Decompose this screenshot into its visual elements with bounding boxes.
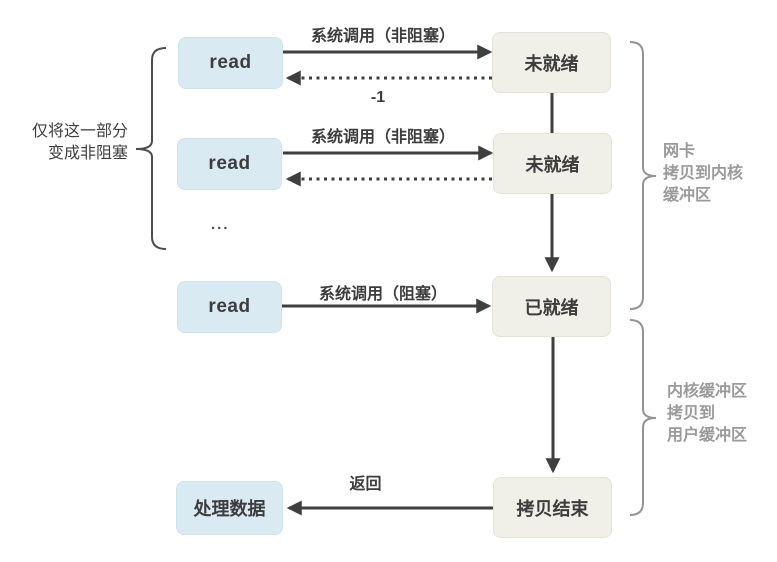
brace-label-nic-line2: 拷贝到内核	[663, 165, 744, 182]
node-process-data-label: 处理数据	[193, 499, 266, 519]
node-read-3: read	[177, 281, 282, 333]
left-annotation-line2: 变成非阻塞	[47, 145, 128, 162]
brace-label-nic: 网卡 拷贝到内核 缓冲区	[663, 141, 743, 207]
node-read-1: read	[178, 37, 283, 89]
node-not-ready-2: 未就绪	[493, 133, 612, 194]
brace-label-kernel: 内核缓冲区 拷贝到 用户缓冲区	[667, 381, 747, 447]
brace-label-kernel-line3: 用户缓冲区	[667, 427, 748, 444]
right-brace-nic	[629, 41, 657, 310]
node-copy-done-label: 拷贝结束	[516, 498, 589, 519]
brace-label-nic-line1: 网卡	[663, 143, 696, 160]
edge-label-return: 返回	[349, 476, 382, 493]
edge-label-syscall-blocking: 系统调用（阻塞）	[318, 286, 447, 303]
node-read-2: read	[177, 138, 282, 190]
edge-label-syscall-nonblocking-2: 系统调用（非阻塞）	[310, 129, 455, 146]
right-brace-kernel	[629, 319, 657, 516]
brace-label-kernel-line2: 拷贝到	[667, 405, 716, 422]
node-not-ready-1-label: 未就绪	[524, 53, 579, 74]
brace-label-kernel-line1: 内核缓冲区	[667, 383, 748, 400]
node-ready-label: 已就绪	[524, 297, 579, 318]
node-read-3-label: read	[208, 296, 251, 317]
node-read-2-label: read	[208, 153, 251, 174]
left-annotation: 仅将这一部分 变成非阻塞	[6, 121, 128, 165]
edge-label-syscall-nonblocking-1: 系统调用（非阻塞）	[310, 28, 455, 45]
repeat-ellipsis: ...	[211, 216, 230, 233]
node-read-1-label: read	[209, 52, 252, 73]
node-process-data: 处理数据	[176, 481, 283, 535]
node-not-ready-1: 未就绪	[492, 32, 611, 93]
node-ready: 已就绪	[492, 276, 611, 337]
left-annotation-line1: 仅将这一部分	[31, 123, 128, 140]
node-not-ready-2-label: 未就绪	[525, 154, 580, 175]
brace-label-nic-line3: 缓冲区	[663, 187, 712, 204]
left-brace	[135, 47, 167, 250]
node-copy-done: 拷贝结束	[493, 477, 612, 538]
edge-label-return-minus1: -1	[370, 89, 386, 106]
